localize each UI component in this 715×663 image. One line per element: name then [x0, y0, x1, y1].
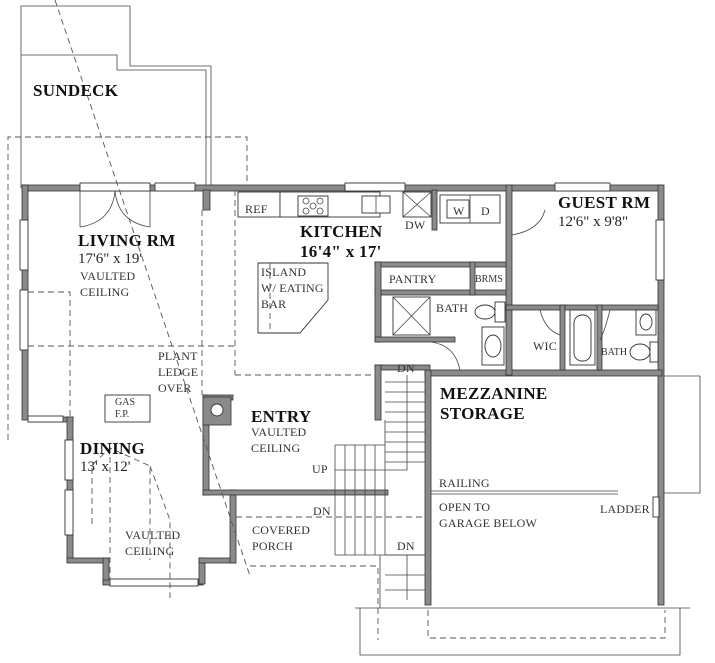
- stairs-down-label-2: DN: [313, 504, 331, 518]
- room-name-entry: ENTRY: [251, 407, 312, 426]
- room-name-kitchen: KITCHEN: [300, 222, 383, 241]
- porch-note-2: PORCH: [252, 539, 294, 553]
- dryer-label: D: [481, 204, 490, 218]
- island-label-2: W/ EATING: [261, 281, 324, 295]
- bath-label-2: BATH: [601, 347, 628, 358]
- open-to-garage-label-2: GARAGE BELOW: [439, 516, 538, 530]
- room-name-dining: DINING: [80, 439, 146, 458]
- stairs-up-label: UP: [312, 462, 328, 476]
- dw-label: DW: [405, 218, 426, 232]
- bath-label-1: BATH: [436, 301, 469, 315]
- pantry-label: PANTRY: [389, 272, 437, 286]
- room-size-dining: 13' x 12': [80, 459, 131, 475]
- stairs-down-label-3: DN: [397, 539, 415, 553]
- open-to-garage-label-1: OPEN TO: [439, 500, 491, 514]
- brooms-label: BRMS: [475, 274, 503, 285]
- stairs: [334, 375, 425, 608]
- railing-label: RAILING: [439, 476, 490, 490]
- ladder-label: LADDER: [600, 502, 650, 516]
- plant-ledge-label-3: OVER: [158, 381, 192, 395]
- fireplace: [104, 394, 232, 426]
- room-name-sundeck: SUNDECK: [33, 81, 119, 100]
- porch-note-1: COVERED: [252, 523, 311, 537]
- room-name-mezzanine-2: STORAGE: [440, 404, 525, 423]
- gas-fp-label-2: F.P.: [115, 409, 130, 420]
- plant-ledge-label-2: LEDGE: [158, 365, 199, 379]
- living-note-1: VAULTED: [80, 269, 136, 283]
- kitchen-fixtures: [237, 191, 501, 334]
- room-size-living: 17'6" x 19': [78, 251, 143, 267]
- windows: [19, 182, 665, 587]
- entry-note-1: VAULTED: [251, 425, 307, 439]
- room-name-living: LIVING RM: [78, 231, 176, 250]
- living-note-2: CEILING: [80, 285, 130, 299]
- dining-note-2: CEILING: [125, 544, 175, 558]
- room-size-guest: 12'6" x 9'8": [558, 214, 629, 230]
- dining-note-1: VAULTED: [125, 528, 181, 542]
- island-label-3: BAR: [261, 297, 287, 311]
- ref-label: REF: [245, 202, 268, 216]
- sundeck-outline: [7, 5, 248, 440]
- room-size-kitchen: 16'4" x 17': [300, 242, 382, 261]
- living-doors: [79, 190, 151, 228]
- room-name-guest: GUEST RM: [558, 193, 651, 212]
- plant-ledge-label-1: PLANT: [158, 349, 198, 363]
- bath-fixtures: [392, 209, 659, 371]
- entry-note-2: CEILING: [251, 441, 301, 455]
- gas-fp-label-1: GAS: [115, 397, 136, 408]
- room-name-mezzanine-1: MEZZANINE: [440, 384, 548, 403]
- dashed-lines: [28, 0, 701, 656]
- stairs-down-label-1: DN: [397, 361, 415, 375]
- island-label-1: ISLAND: [261, 265, 307, 279]
- railing: [431, 490, 660, 518]
- washer-label: W: [453, 204, 465, 218]
- wic-label: WIC: [533, 339, 557, 353]
